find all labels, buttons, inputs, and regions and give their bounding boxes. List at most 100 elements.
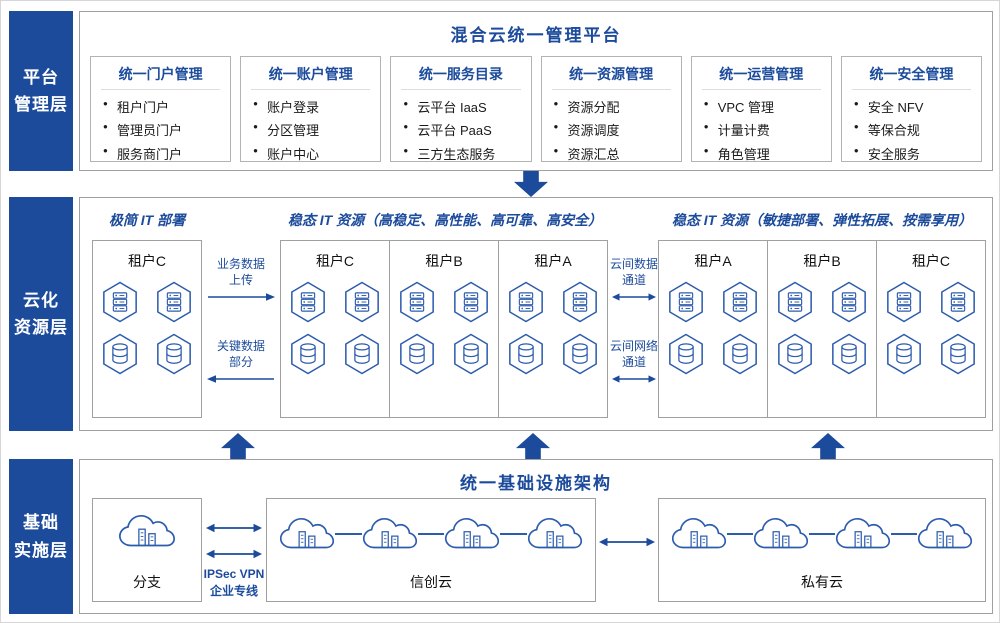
- network-channel: 云间网络 通道: [610, 338, 658, 384]
- data-channel-label: 云间数据 通道: [610, 257, 659, 288]
- module-title: 统一安全管理: [851, 64, 972, 90]
- cloud-datacenter-icon: [671, 517, 727, 549]
- module-account: 统一账户管理 账户登录 分区管理 账户中心: [240, 56, 382, 162]
- branch-box: 分支: [92, 498, 202, 602]
- tenant-resource-icons: [281, 281, 389, 375]
- server-hexagon-icon: [941, 281, 975, 323]
- arrow-right-icon: [208, 293, 275, 302]
- agile-tenant-group: 租户A 租户B 租户C: [658, 240, 986, 418]
- module-item: 账户登录: [241, 96, 380, 119]
- double-arrow-icon: [599, 537, 655, 547]
- module-item: 计量计费: [692, 119, 831, 142]
- module-title: 统一账户管理: [251, 64, 371, 90]
- network-channel-label: 云间网络 通道: [610, 339, 659, 370]
- database-hexagon-icon: [103, 333, 137, 375]
- platform-modules: 统一门户管理 租户门户 管理员门户 服务商门户 统一账户管理 账户登录 分区管理…: [90, 56, 983, 162]
- tenant-title: 租户A: [694, 253, 732, 269]
- module-item: 云平台 IaaS: [391, 96, 530, 119]
- module-portal: 统一门户管理 租户门户 管理员门户 服务商门户: [90, 56, 232, 162]
- key-data-link-label: 关键数据 部分: [216, 339, 265, 370]
- platform-section: 混合云统一管理平台 统一门户管理 租户门户 管理员门户 服务商门户 统一账户管理…: [79, 11, 993, 171]
- server-hexagon-icon: [669, 281, 703, 323]
- module-resource: 统一资源管理 资源分配 资源调度 资源汇总: [540, 56, 682, 162]
- module-item: 分区管理: [241, 119, 380, 142]
- double-arrow-icon: [612, 293, 656, 301]
- cloud-to-cloud-connector: [596, 498, 658, 602]
- database-hexagon-icon: [454, 333, 488, 375]
- vpn-label: IPSec VPN 企业专线: [203, 567, 265, 598]
- cloud-datacenter-icon: [279, 517, 335, 549]
- server-hexagon-icon: [509, 281, 543, 323]
- module-item: 安全 NFV: [842, 96, 981, 119]
- database-hexagon-icon: [723, 333, 757, 375]
- inter-cloud-channels: 云间数据 通道 云间网络 通道: [610, 240, 658, 418]
- double-arrow-icon: [206, 549, 262, 559]
- tenant-title: 租户C: [911, 253, 951, 269]
- database-hexagon-icon: [400, 333, 434, 375]
- vpn-connector: IPSec VPN 企业专线: [202, 498, 266, 602]
- server-hexagon-icon: [563, 281, 597, 323]
- cloud-datacenter-icon: [445, 517, 500, 549]
- infra-title: 统一基础设施架构: [460, 474, 612, 493]
- cluster-link-line: [891, 532, 917, 535]
- server-hexagon-icon: [400, 281, 434, 323]
- cloud-datacenter-icon: [362, 517, 417, 549]
- cluster-link-line: [727, 532, 753, 535]
- cloud-section: 极简 IT 部署 稳态 IT 资源（高稳定、高性能、高可靠、高安全） 稳态 IT…: [79, 197, 993, 431]
- database-hexagon-icon: [941, 333, 975, 375]
- tenant-title: 租户C: [127, 253, 167, 269]
- cloud-datacenter-icon: [527, 517, 583, 549]
- key-data-link: 关键数据 部分: [202, 338, 280, 384]
- down-arrow-icon: [514, 171, 548, 197]
- module-item: 资源汇总: [542, 143, 681, 166]
- module-item: 资源分配: [542, 96, 681, 119]
- infra-section: 统一基础设施架构 分支 IPSec VPN 企业专线: [79, 459, 993, 614]
- branch-label: 分支: [133, 574, 161, 590]
- double-arrow-icon: [206, 523, 262, 533]
- module-item: 账户中心: [241, 143, 380, 166]
- upload-link-label: 业务数据 上传: [216, 257, 265, 288]
- database-hexagon-icon: [832, 333, 866, 375]
- tenant-box: 租户B: [389, 240, 499, 418]
- server-hexagon-icon: [832, 281, 866, 323]
- module-item: 角色管理: [692, 143, 831, 166]
- cluster-link-line: [809, 532, 835, 535]
- module-item: 服务商门户: [91, 143, 230, 166]
- database-hexagon-icon: [509, 333, 543, 375]
- cluster-link-line: [335, 532, 362, 535]
- cloud-datacenter-icon: [835, 517, 891, 549]
- tenant-resource-icons: [877, 281, 985, 375]
- module-item: 等保合规: [842, 119, 981, 142]
- database-hexagon-icon: [887, 333, 921, 375]
- up-arrow-icon: [811, 433, 845, 459]
- module-item: VPC 管理: [692, 96, 831, 119]
- module-title: 统一服务目录: [401, 64, 521, 90]
- database-hexagon-icon: [669, 333, 703, 375]
- cloud-datacenter-icon: [917, 517, 973, 549]
- tenant-box: 租户C: [92, 240, 202, 418]
- module-service-catalog: 统一服务目录 云平台 IaaS 云平台 PaaS 三方生态服务: [390, 56, 532, 162]
- branch-to-stable-links: 业务数据 上传 关键数据 部分: [202, 240, 280, 418]
- header-stable-it: 稳态 IT 资源（高稳定、高性能、高可靠、高安全）: [287, 212, 603, 228]
- tenant-box: 租户A: [498, 240, 608, 418]
- xinchuang-label: 信创云: [410, 574, 452, 590]
- database-hexagon-icon: [345, 333, 379, 375]
- xinchuang-cloud-box: 信创云: [266, 498, 596, 602]
- tenant-title: 租户C: [315, 253, 355, 269]
- cluster-link-line: [417, 532, 445, 535]
- server-hexagon-icon: [291, 281, 325, 323]
- header-agile-it: 稳态 IT 资源（敏捷部署、弹性拓展、按需享用）: [671, 212, 973, 228]
- tenant-box: 租户A: [658, 240, 768, 418]
- upload-link: 业务数据 上传: [202, 256, 280, 302]
- infra-layer-label: 基础 实施层: [9, 459, 73, 614]
- module-title: 统一运营管理: [701, 64, 821, 90]
- cloud-cluster: [659, 515, 985, 552]
- cloud-layer-label: 云化 资源层: [9, 197, 73, 431]
- tenant-resource-icons: [93, 281, 201, 375]
- database-hexagon-icon: [563, 333, 597, 375]
- module-item: 管理员门户: [91, 119, 230, 142]
- module-title: 统一门户管理: [101, 64, 221, 90]
- up-arrow-icon: [516, 433, 550, 459]
- module-item: 资源调度: [542, 119, 681, 142]
